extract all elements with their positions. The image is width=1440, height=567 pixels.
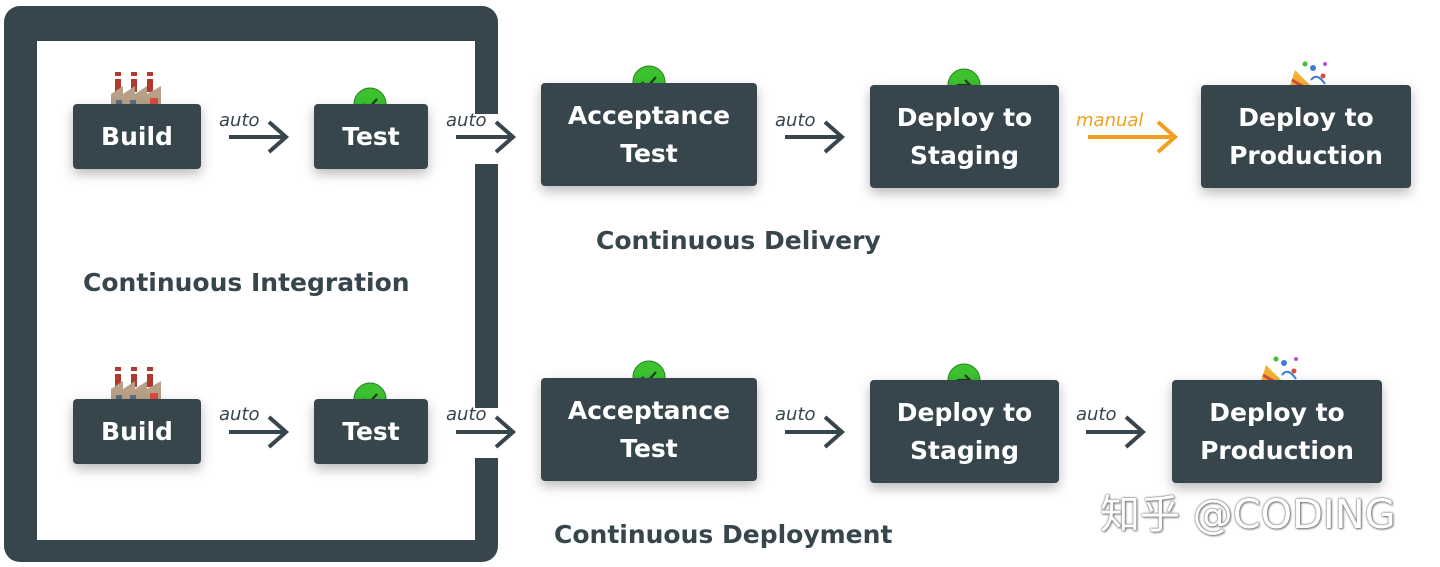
manual-arrow-label: manual: [1076, 110, 1144, 131]
build-box: Build: [73, 104, 201, 169]
deploy-staging-label: Deploy to Staging: [896, 397, 1033, 465]
continuous-deployment-title: Continuous Deployment: [554, 520, 893, 549]
arrow-icon: [785, 415, 846, 449]
deploy-staging-label: Deploy to Staging: [896, 102, 1033, 170]
build-box: Build: [73, 399, 201, 464]
build-label: Build: [101, 121, 173, 151]
test-label: Test: [342, 416, 400, 446]
test-box: Test: [314, 399, 428, 464]
arrow-icon: [1086, 415, 1147, 449]
continuous-integration-title: Continuous Integration: [83, 268, 410, 297]
arrow-icon: [229, 415, 290, 449]
deploy-staging-box: Deploy to Staging: [870, 380, 1059, 483]
deploy-production-label: Deploy to Production: [1200, 397, 1354, 465]
deploy-production-label: Deploy to Production: [1229, 102, 1383, 170]
arrow-label: auto: [446, 110, 487, 131]
test-label: Test: [342, 121, 400, 151]
build-label: Build: [101, 416, 173, 446]
arrow-label: auto: [219, 404, 260, 425]
deploy-production-box: Deploy to Production: [1172, 380, 1382, 483]
acceptance-test-box: Acceptance Test: [541, 378, 757, 481]
acceptance-test-label: Acceptance Test: [567, 395, 731, 463]
arrow-icon: [456, 415, 517, 449]
continuous-delivery-title: Continuous Delivery: [596, 226, 881, 255]
arrow-label: auto: [219, 110, 260, 131]
acceptance-test-label: Acceptance Test: [567, 100, 731, 168]
arrow-label: auto: [775, 110, 816, 131]
deploy-production-box: Deploy to Production: [1201, 85, 1411, 188]
acceptance-test-box: Acceptance Test: [541, 83, 757, 186]
arrow-label: auto: [446, 404, 487, 425]
test-box: Test: [314, 104, 428, 169]
arrow-icon: [229, 120, 290, 154]
arrow-icon: [456, 120, 517, 154]
arrow-label: auto: [775, 404, 816, 425]
arrow-icon: [785, 120, 846, 154]
deploy-staging-box: Deploy to Staging: [870, 85, 1059, 188]
arrow-label: auto: [1076, 404, 1117, 425]
manual-arrow-icon: [1088, 120, 1179, 154]
watermark: 知乎 @CODING: [1100, 492, 1396, 538]
